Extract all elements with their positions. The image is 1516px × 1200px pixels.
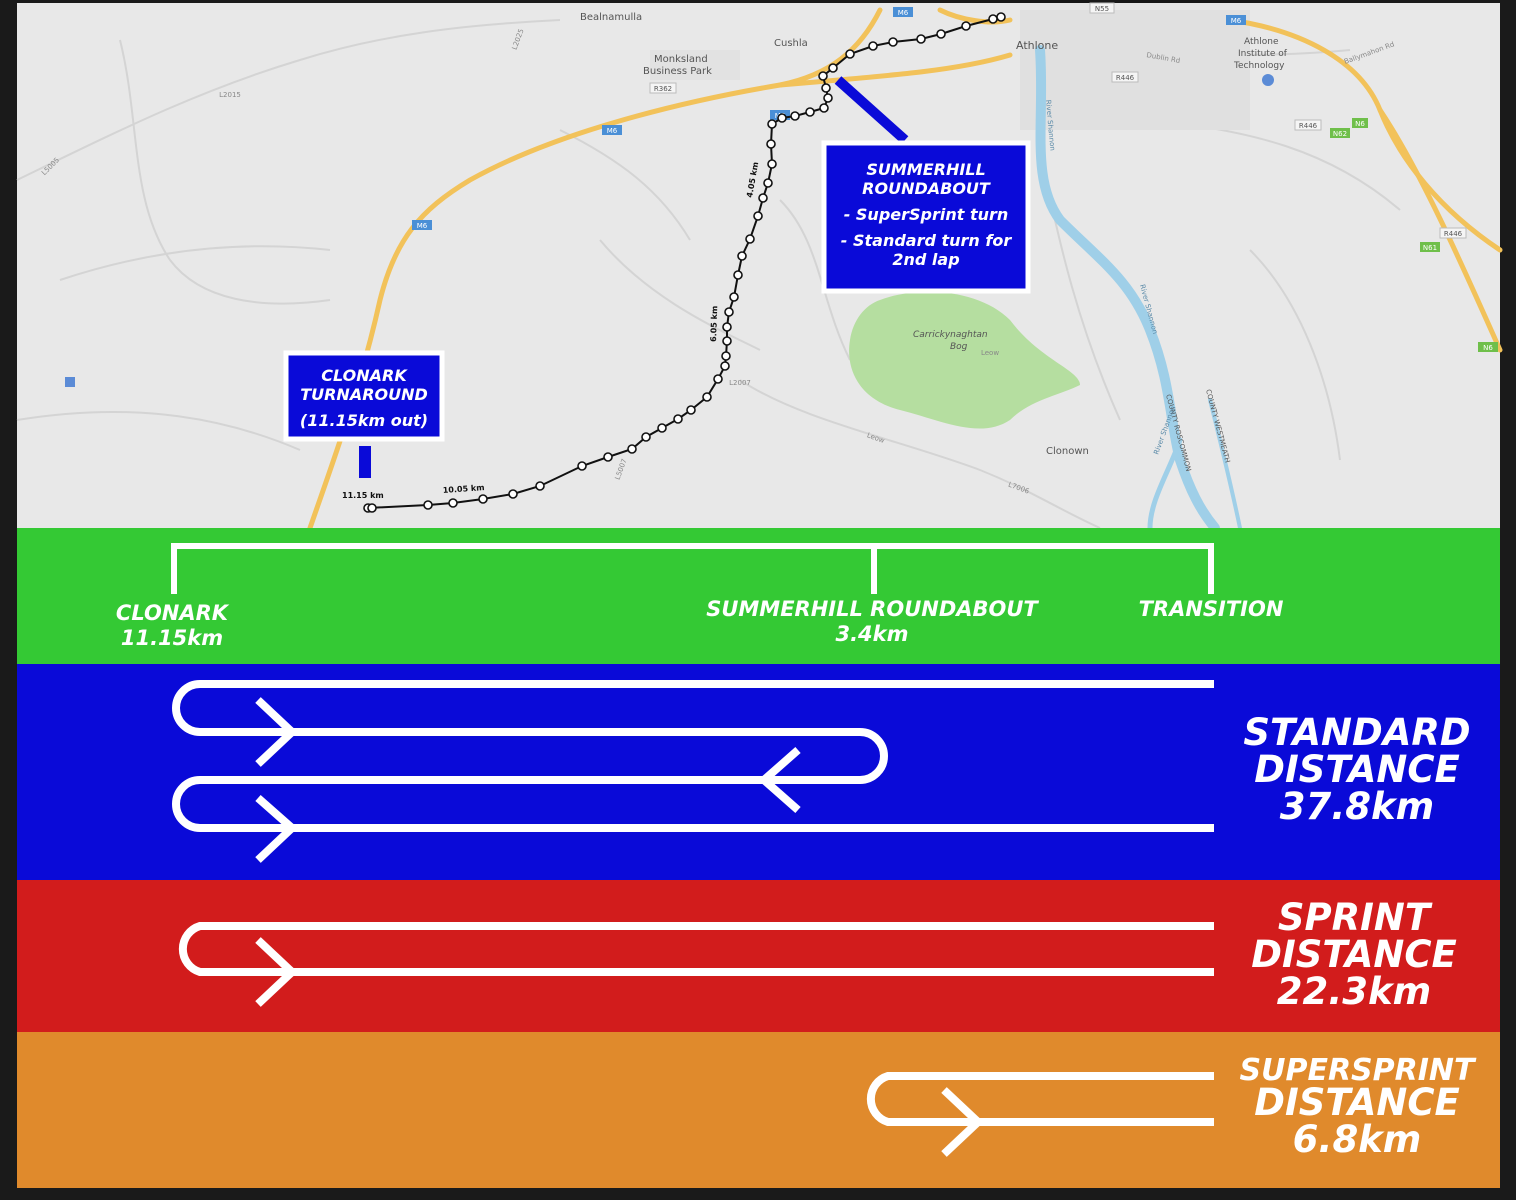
place-monksland: Monksland (654, 54, 708, 65)
km-marker-10: 10.05 km (443, 483, 485, 495)
clonark-pointer (359, 446, 371, 478)
road-n62: N62 (1333, 130, 1347, 138)
supersprint-title-2: DISTANCE (1254, 1081, 1460, 1124)
road-n6-top: N6 (1355, 120, 1365, 128)
road-r446-c: R446 (1444, 230, 1463, 238)
road-n61: N61 (1423, 244, 1437, 252)
marker-summerhill-label: SUMMERHILL ROUNDABOUT (706, 597, 1039, 621)
sprint-title-1: SPRINT (1278, 896, 1433, 939)
summerhill-callout-line5: 2nd lap (892, 250, 959, 269)
road-l2007: L2007 (729, 379, 751, 387)
supersprint-title-1: SUPERSPRINT (1240, 1053, 1478, 1088)
marker-transition-label: TRANSITION (1139, 597, 1284, 621)
road-m6-d: M6 (898, 9, 909, 17)
bike-route[interactable]: 11.15 km 10.05 km 6.05 km 4.05 km (342, 12, 1006, 513)
standard-distance: 37.8km (1280, 785, 1434, 828)
standard-route-arrows (172, 680, 1214, 863)
place-ait-1: Athlone (1244, 37, 1279, 47)
supersprint-distance: 6.8km (1293, 1118, 1422, 1161)
ait-pin-icon (1262, 74, 1274, 86)
carrickynaghtan-bog (849, 291, 1080, 429)
marker-summerhill-km: 3.4km (835, 622, 908, 646)
place-bog-1: Carrickynaghtan (913, 330, 988, 340)
map-panel[interactable]: M6 M6 M6 M6 M6 R362 R446 R446 R446 N55 N… (16, 2, 1503, 533)
place-athlone: Athlone (1016, 39, 1058, 52)
blue-band (17, 664, 1500, 880)
clonark-callout-line3: (11.15km out) (300, 411, 428, 430)
km-marker-11: 11.15 km (342, 491, 384, 500)
place-business-park: Business Park (643, 66, 712, 77)
road-n6-right: N6 (1483, 344, 1493, 352)
place-ait-2: Institute of (1238, 49, 1288, 59)
km-marker-6: 6.05 km (709, 306, 719, 342)
standard-title-1: STANDARD (1243, 711, 1470, 754)
road-m6-a: M6 (607, 127, 618, 135)
marker-clonark-km: 11.15km (121, 626, 223, 650)
road-leow-2: Leow (981, 349, 999, 357)
clonark-callout[interactable]: CLONARK TURNAROUND (11.15km out) (283, 350, 445, 442)
sprint-title-2: DISTANCE (1251, 933, 1457, 976)
summerhill-callout-line2: ROUNDABOUT (862, 179, 991, 198)
clonark-callout-line2: TURNAROUND (300, 385, 428, 404)
green-band (17, 528, 1500, 664)
place-bog-2: Bog (950, 342, 968, 352)
place-ait-3: Technology (1233, 61, 1285, 71)
summerhill-callout-line1: SUMMERHILL (866, 160, 985, 179)
orange-band (17, 1032, 1500, 1188)
sprint-distance: 22.3km (1277, 970, 1431, 1013)
summerhill-pointer (834, 76, 909, 144)
supersprint-route-arrows (866, 1072, 1214, 1157)
minor-roads (16, 19, 1401, 529)
place-bealnamulla: Bealnamulla (580, 12, 642, 23)
map-background (17, 3, 1500, 528)
marker-clonark-label: CLONARK (116, 601, 230, 625)
road-r446-b: R446 (1299, 122, 1318, 130)
map-poi-marker-icon (65, 377, 75, 387)
route-waypoints (363, 12, 1006, 513)
road-m6-e: M6 (1231, 17, 1242, 25)
summerhill-callout[interactable]: SUMMERHILL ROUNDABOUT - SuperSprint turn… (821, 140, 1031, 294)
road-m6-b: M6 (417, 222, 428, 230)
road-l2015: L2015 (219, 91, 241, 99)
red-band (17, 880, 1500, 1032)
standard-title-2: DISTANCE (1254, 748, 1460, 791)
summerhill-callout-line4: - Standard turn for (841, 231, 1013, 250)
road-r362: R362 (654, 85, 672, 93)
river-shannon (1035, 45, 1242, 533)
legend-panel: CLONARK 11.15km SUMMERHILL ROUNDABOUT 3.… (17, 528, 1500, 1188)
place-clonown: Clonown (1046, 446, 1089, 457)
summerhill-callout-line3: - SuperSprint turn (844, 205, 1009, 224)
road-n55: N55 (1095, 5, 1109, 13)
road-r446-a: R446 (1116, 74, 1135, 82)
place-cushla: Cushla (774, 38, 808, 49)
athlone-town-area (650, 10, 1250, 130)
distance-markers (171, 543, 1214, 594)
clonark-callout-line1: CLONARK (321, 366, 408, 385)
major-roads (307, 7, 1503, 531)
sprint-route-arrows (178, 922, 1214, 1007)
